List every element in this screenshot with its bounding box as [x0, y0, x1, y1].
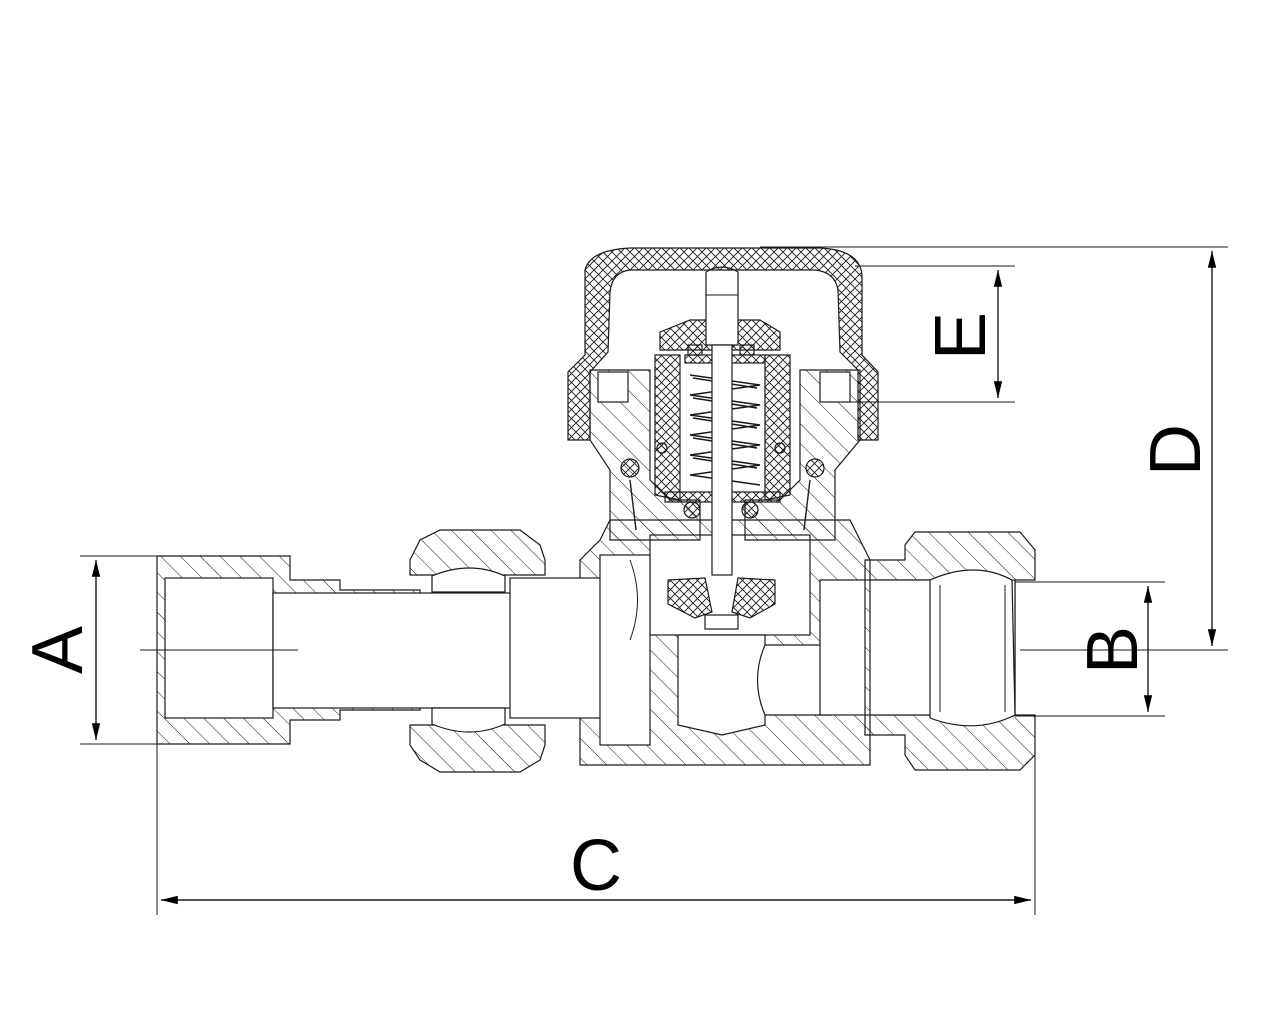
dimension-label-b: B: [1073, 626, 1153, 674]
seat-disc: [667, 577, 776, 630]
bonnet-housing: [589, 369, 861, 541]
right-outlet-connector: [864, 531, 1045, 771]
dimension-label-c: C: [570, 826, 622, 906]
dimension-lines: [80, 246, 1228, 915]
dimension-label-e: E: [921, 312, 1001, 360]
left-inlet-connector: [140, 555, 514, 745]
dimension-label-d: D: [1136, 424, 1216, 476]
dimension-label-a: A: [18, 626, 98, 674]
protective-cap: [567, 247, 879, 441]
left-union-nut: [409, 529, 546, 773]
